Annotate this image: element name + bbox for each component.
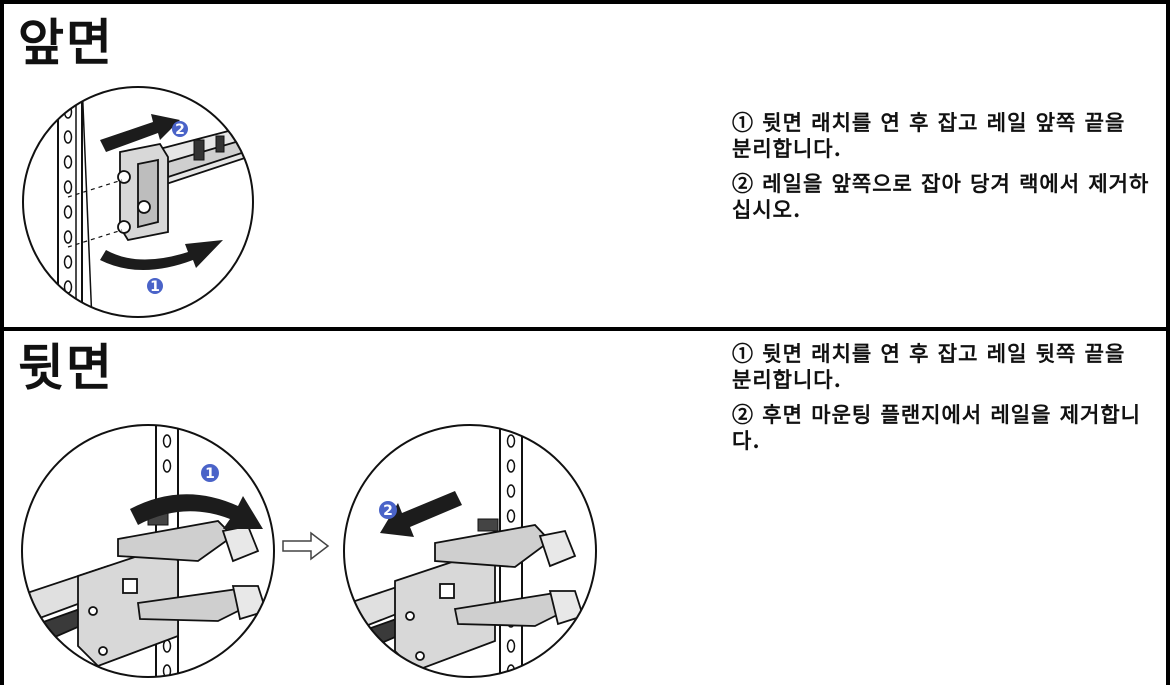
rear-step-2: ② 후면 마운팅 플랜지에서 레일을 제거합니다. [732,402,1141,453]
rear-bracket [77,520,268,668]
sequence-arrow-icon [282,531,330,561]
rear-panel: 뒷면 [4,331,1166,685]
front-illustration: 2 1 [22,86,254,318]
push-arrow [100,114,180,152]
front-step-2: ② 레일을 앞쪽으로 잡아 당겨 랙에서 제거하십시오. [732,171,1150,222]
svg-text:1: 1 [205,466,215,482]
svg-text:2: 2 [383,503,393,519]
rear-bracket [394,524,585,673]
callout-badge-1: 1 [147,278,163,295]
rear-title: 뒷면 [18,338,114,397]
pull-arrow [380,491,462,537]
rear-illustration-unlatch: 1 [21,424,275,678]
front-step-1: ① 뒷면 래치를 연 후 잡고 레일 앞쪽 끝을 분리합니다. [732,110,1134,161]
curved-arrow [130,494,263,529]
svg-text:1: 1 [150,279,160,295]
callout-badge-2: 2 [379,501,397,519]
curved-arrow [100,240,223,270]
front-bracket [117,142,169,242]
section-divider [0,327,1170,331]
callout-badge-2: 2 [172,121,188,138]
rear-steps: ① 뒷면 래치를 연 후 잡고 레일 뒷쪽 끝을 분리합니다. ② 후면 마운팅… [732,341,1152,463]
callout-badge-1: 1 [201,464,219,482]
front-panel: 앞면 [4,4,1166,327]
svg-text:2: 2 [175,122,185,138]
front-title: 앞면 [18,13,114,72]
rack-post-holes [63,105,73,294]
rear-illustration-remove: 2 [343,424,597,678]
rear-step-1: ① 뒷면 래치를 연 후 잡고 레일 뒷쪽 끝을 분리합니다. [732,341,1134,392]
rack-post [57,87,83,317]
front-steps: ① 뒷면 래치를 연 후 잡고 레일 앞쪽 끝을 분리합니다. ② 레일을 앞쪽… [732,110,1152,232]
